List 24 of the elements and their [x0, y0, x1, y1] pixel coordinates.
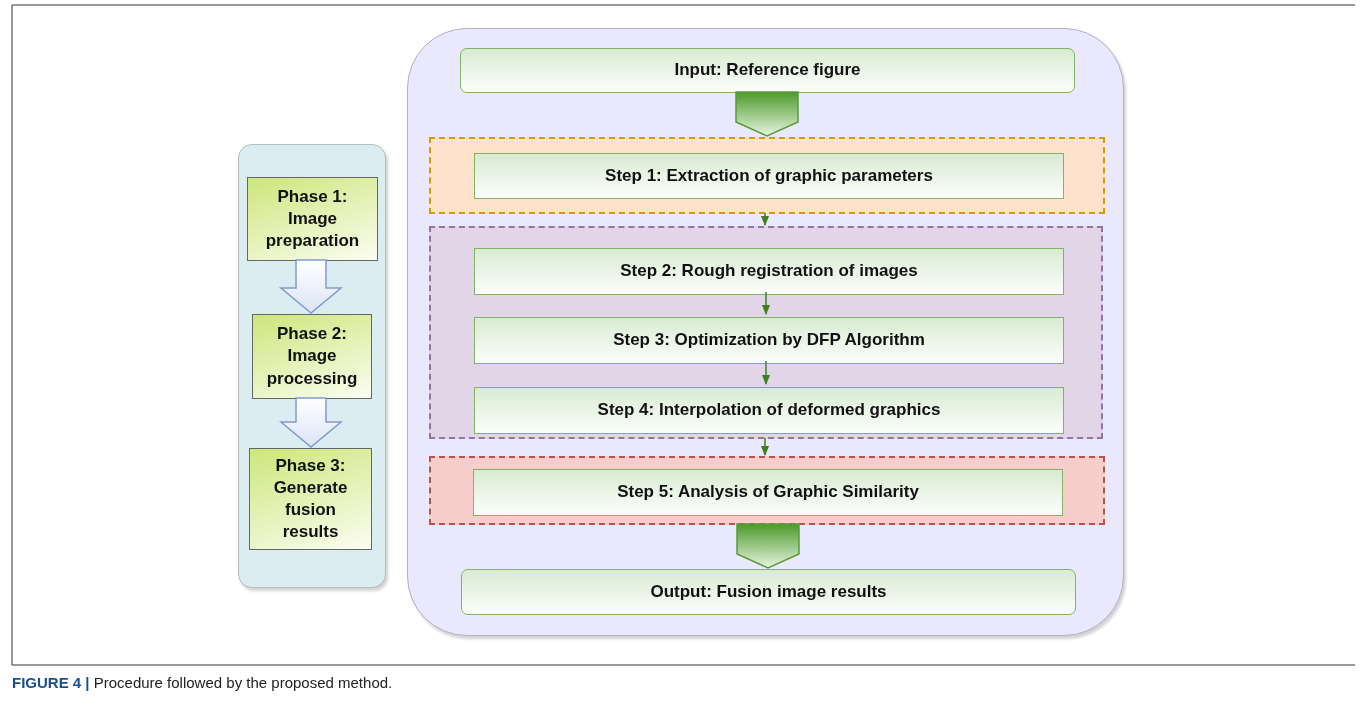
step-box: Step 5: Analysis of Graphic Similarity: [473, 469, 1063, 516]
phase-panel: [238, 144, 386, 588]
block-arrow: [278, 259, 344, 314]
step-group: [429, 456, 1105, 525]
figure-caption: FIGURE 4 | Procedure followed by the proposed method.: [12, 674, 393, 691]
io-box: Input: Reference figure: [460, 48, 1075, 93]
block-arrow: [735, 91, 799, 137]
phase-box: Phase 3: Generate fusion results: [249, 448, 372, 550]
step-box: Step 4: Interpolation of deformed graphics: [474, 387, 1064, 434]
step-box: Step 2: Rough registration of images: [474, 248, 1064, 295]
arrow: [761, 291, 771, 316]
arrow: [760, 212, 770, 227]
block-arrow: [736, 523, 800, 569]
step-group: [429, 137, 1105, 214]
step-group: [429, 226, 1103, 439]
step-box: Step 1: Extraction of graphic parameters: [474, 153, 1064, 199]
io-box: Output: Fusion image results: [461, 569, 1076, 615]
arrow: [761, 360, 771, 386]
arrow: [760, 437, 770, 457]
step-box: Step 3: Optimization by DFP Algorithm: [474, 317, 1064, 364]
phase-box: Phase 1: Image preparation: [247, 177, 378, 261]
block-arrow: [278, 397, 344, 448]
procedure-panel: [407, 28, 1124, 636]
phase-box: Phase 2: Image processing: [252, 314, 372, 399]
